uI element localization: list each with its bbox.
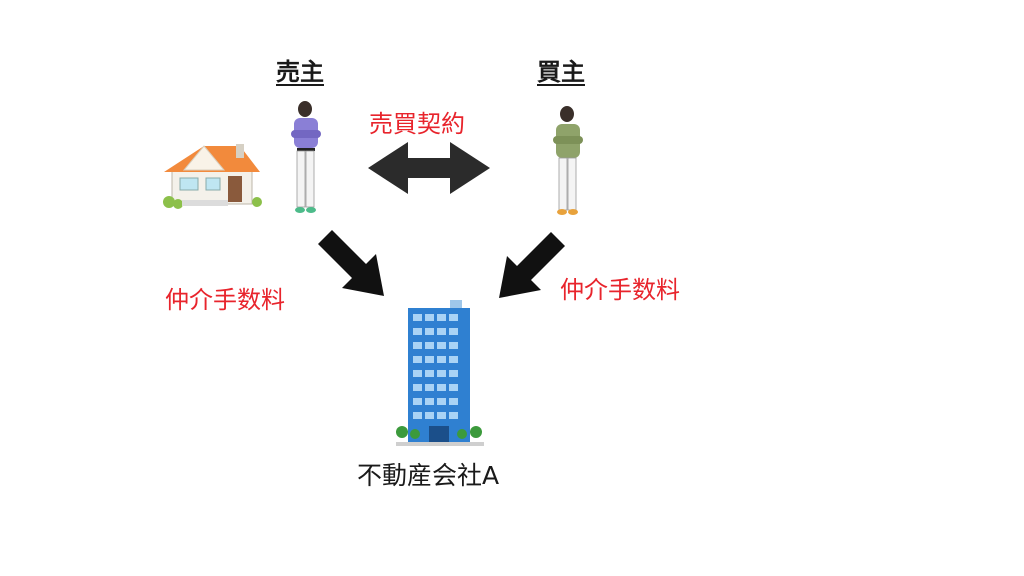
real-estate-company-label: 不動産会社A [357, 461, 500, 490]
brokerage-fee-label-right: 仲介手数料 [560, 276, 680, 304]
arrow-buyer-to-company-icon [499, 232, 565, 298]
buyer-person-icon [553, 106, 583, 215]
sales-contract-label: 売買契約 [369, 110, 465, 138]
double-arrow-icon [368, 142, 490, 194]
arrow-seller-to-company-icon [318, 230, 384, 296]
brokerage-fee-label-left: 仲介手数料 [165, 286, 285, 314]
seller-person-icon [291, 101, 321, 213]
house-icon [163, 144, 262, 209]
seller-label: 売主 [276, 58, 324, 86]
buyer-label: 買主 [537, 58, 585, 86]
office-building-icon [396, 300, 484, 446]
